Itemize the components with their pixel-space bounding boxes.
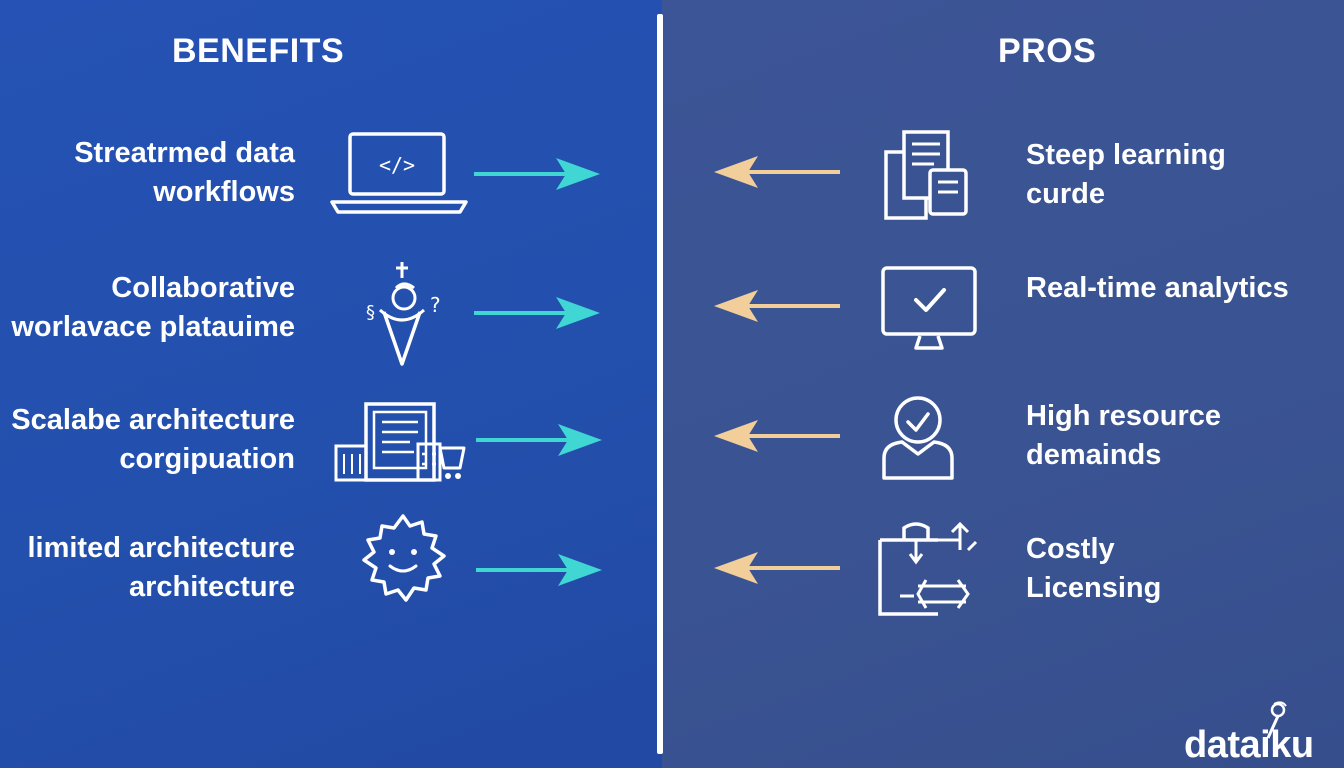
pro-item-2: Real-time analytics xyxy=(1026,269,1289,308)
benefit-item-2: Collaborative worlavace platauime xyxy=(11,269,295,347)
pro-arrow-4 xyxy=(714,552,840,584)
pro-arrow-2 xyxy=(714,290,840,322)
benefits-panel xyxy=(0,0,662,768)
benefit-item-2-line1: Collaborative xyxy=(111,272,295,304)
benefit-item-1-line2: workflows xyxy=(153,176,295,208)
benefit-arrow-2 xyxy=(474,297,600,329)
benefit-item-1: Streatrmed data workflows xyxy=(74,134,295,212)
pro-item-4-line2: Licensing xyxy=(1026,572,1162,604)
benefit-item-4: limited architecture architecture xyxy=(27,529,295,607)
pro-item-4-line1: Costly xyxy=(1026,533,1115,565)
pro-item-3: High resource demainds xyxy=(1026,397,1221,475)
benefit-item-1-line1: Streatrmed data xyxy=(74,137,295,169)
pro-item-1-line2: curde xyxy=(1026,178,1105,210)
laptop-code-icon: </> xyxy=(330,132,468,214)
benefit-arrow-3 xyxy=(476,424,602,456)
pro-item-1-line1: Steep learning xyxy=(1026,139,1226,171)
center-divider xyxy=(657,14,663,754)
pro-item-1: Steep learning curde xyxy=(1026,136,1226,214)
license-flow-icon xyxy=(878,521,978,616)
pros-panel xyxy=(662,0,1344,768)
benefits-heading: BENEFITS xyxy=(172,32,345,70)
pro-arrow-1 xyxy=(714,156,840,188)
collaboration-cone-icon: § ? xyxy=(366,262,441,366)
pro-item-3-line2: demainds xyxy=(1026,439,1162,471)
svg-text:?: ? xyxy=(430,293,441,317)
user-check-icon xyxy=(882,396,954,480)
dataiku-logo-icon xyxy=(1266,701,1287,739)
benefit-item-3-line1: Scalabe architecture xyxy=(11,404,295,436)
pro-item-2-line1: Real-time analytics xyxy=(1026,272,1289,304)
pro-item-4: Costly Licensing xyxy=(1026,530,1161,608)
benefit-item-4-line1: limited architecture xyxy=(27,532,295,564)
dataiku-logo-text: dataiku xyxy=(1184,724,1314,766)
buildings-icon xyxy=(334,402,466,482)
pros-heading: PROS xyxy=(998,32,1097,70)
benefit-item-3-line2: corgipuation xyxy=(119,443,295,475)
benefit-item-2-line2: worlavace platauime xyxy=(11,311,295,343)
monitor-check-icon xyxy=(881,266,977,350)
documents-icon xyxy=(884,130,968,220)
pro-arrow-3 xyxy=(714,420,840,452)
svg-text:§: § xyxy=(366,302,375,323)
benefit-item-4-line2: architecture xyxy=(128,571,295,603)
svg-text:</>: </> xyxy=(379,153,415,177)
gear-face-icon xyxy=(362,514,446,602)
benefit-arrow-4 xyxy=(476,554,602,586)
benefit-item-3: Scalabe architecture corgipuation xyxy=(11,401,295,479)
pro-item-3-line1: High resource xyxy=(1026,400,1221,432)
dataiku-logo: dataiku xyxy=(1184,700,1344,768)
benefit-arrow-1 xyxy=(474,158,600,190)
